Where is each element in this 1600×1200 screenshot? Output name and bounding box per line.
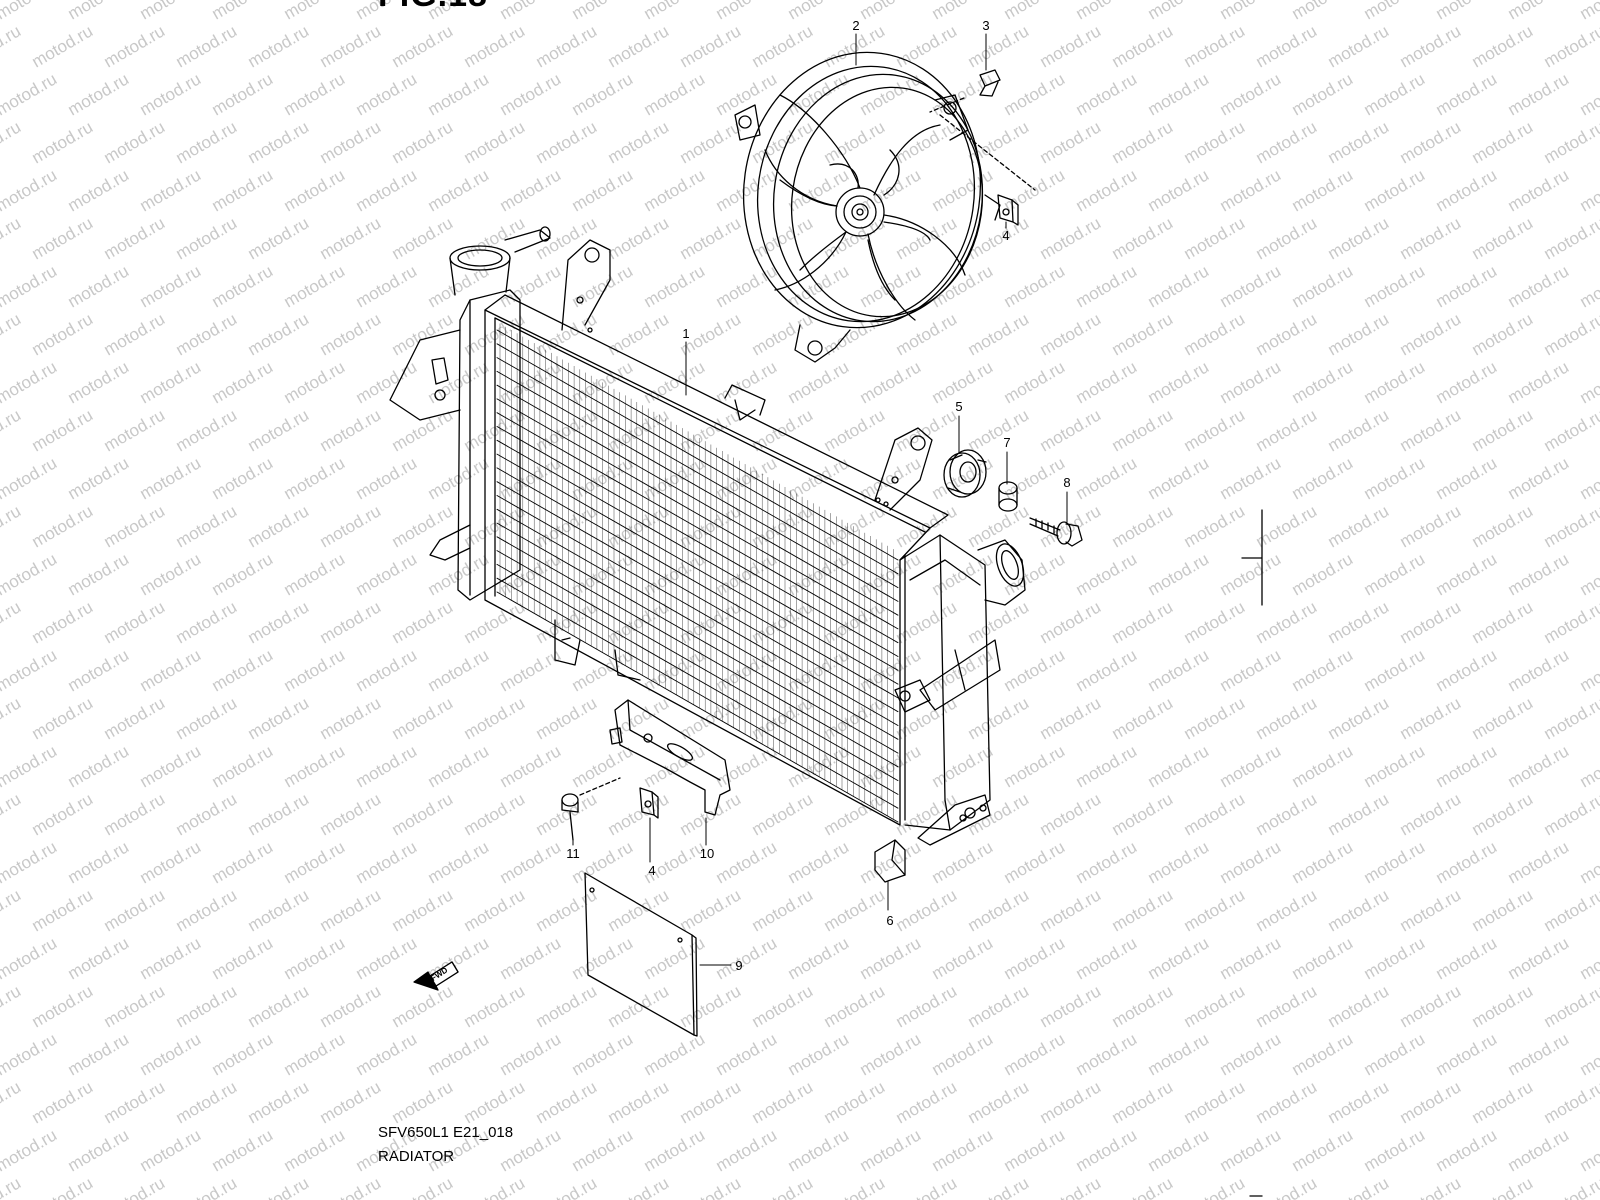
dashed-leader-fan (939, 114, 1036, 191)
bolt-part-8 (1029, 517, 1083, 547)
clip-nut-part-4-lower (639, 787, 659, 819)
diagram-code: SFV650L1 E21_018 (378, 1124, 514, 1141)
bracket-part-10 (609, 699, 731, 816)
watermark-text: motod.ru (1577, 0, 1600, 23)
radiator-core (389, 226, 949, 826)
collar-part-7 (998, 481, 1018, 512)
callout-1: 1 (682, 326, 689, 341)
callout-5: 5 (955, 399, 962, 414)
clip-nut-part-4-upper (997, 194, 1019, 226)
callout-4-upper: 4 (1002, 228, 1009, 243)
leader-lines (572, 33, 1068, 966)
callout-11: 11 (566, 846, 580, 861)
margin-tick (1241, 509, 1263, 606)
callout-6: 6 (886, 913, 893, 928)
callout-9: 9 (735, 958, 742, 973)
callout-3: 3 (982, 18, 989, 33)
bolt-part-3 (929, 69, 1001, 113)
bolt-part-11 (561, 777, 621, 841)
fin-line (496, 591, 899, 823)
diagram-name: RADIATOR (378, 1148, 455, 1165)
rubber-cap-part-6 (874, 839, 906, 883)
plate-part-9 (584, 872, 698, 1037)
callout-4-lower: 4 (648, 863, 655, 878)
callout-7: 7 (1003, 435, 1010, 450)
grommet-part-5 (943, 449, 987, 498)
callout-10: 10 (700, 846, 714, 861)
callout-8: 8 (1063, 475, 1070, 490)
radiator-fins (496, 323, 899, 823)
callout-2: 2 (852, 18, 859, 33)
cooling-fan-assembly (734, 51, 1001, 363)
radiator-right-tank (894, 534, 1026, 846)
